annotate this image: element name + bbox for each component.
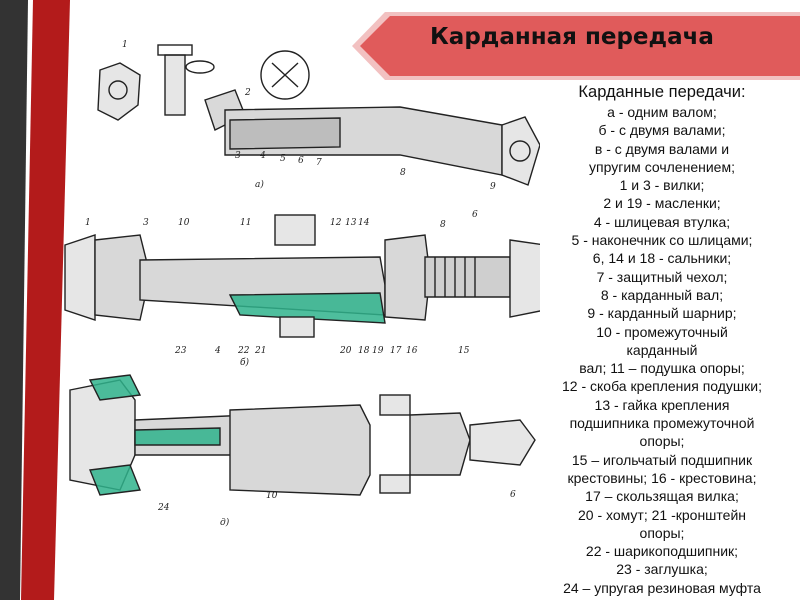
legend-item: 9 - карданный шарнир; (587, 305, 737, 322)
part-number: 11 (240, 218, 251, 228)
legend: Карданные передачи: а - одним валом; б - … (527, 82, 797, 597)
legend-item: 7 - защитный чехол; (596, 268, 728, 285)
legend-item: опоры; (639, 433, 685, 450)
legend-item: карданный (626, 341, 698, 358)
legend-item: 15 – игольчатый подшипник (571, 451, 753, 468)
legend-item: 5 - наконечник со шлицами; (571, 232, 753, 249)
legend-item: а - одним валом; (607, 104, 717, 120)
dark-bar (0, 0, 28, 600)
part-number: 18 (358, 346, 370, 356)
part-number: 3 (143, 218, 149, 228)
legend-item: вал; 11 – подушка опоры; (579, 360, 745, 377)
legend-item: 4 - шлицевая втулка; (593, 213, 731, 230)
part-number: 1 (85, 218, 91, 228)
part-number: 5 (280, 154, 286, 164)
legend-item: 10 - промежуточный (596, 323, 728, 340)
legend-item: опоры; (639, 524, 685, 541)
part-number: 10 (266, 491, 278, 501)
legend-item: 12 - скоба крепления подушки; (561, 378, 762, 395)
view-label-b: б) (240, 357, 249, 368)
legend-item: б - с двумя валами; (598, 122, 726, 139)
legend-item: 23 - заглушка; (616, 561, 708, 578)
part-numbers-d: 10 24 6 (157, 490, 516, 513)
view-a-single-shaft (97, 44, 540, 186)
part-number: 3 (235, 151, 241, 161)
legend-item: 24 – упругая резиновая муфта (563, 579, 761, 596)
legend-heading: Карданные передачи: (578, 83, 746, 101)
part-number: 24 (157, 503, 170, 513)
part-number: 21 (254, 346, 266, 356)
part-number: 22 (237, 346, 250, 356)
part-number: 1 (122, 40, 128, 50)
part-number: 8 (400, 168, 406, 178)
legend-item: 17 – скользящая вилка; (585, 488, 739, 505)
part-number: 6 (510, 490, 516, 500)
part-number: 14 (358, 218, 370, 228)
title-band-fill (360, 16, 800, 76)
part-numbers-b: 1 3 10 11 12 13 14 8 6 23 4 22 21 20 18 … (85, 210, 478, 356)
part-number: 10 (178, 218, 190, 228)
legend-item: 1 и 3 - вилки; (619, 177, 705, 194)
legend-item: 6, 14 и 18 - сальники; (592, 250, 732, 267)
legend-item: в - с двумя валами и (594, 140, 730, 157)
legend-item: 2 и 19 - масленки; (603, 195, 721, 212)
part-number: 2 (244, 88, 251, 98)
legend-item: подшипника промежуточной (569, 415, 755, 432)
view-label-d: д) (220, 517, 230, 528)
title-band (352, 12, 800, 80)
view-b-two-shafts (64, 214, 540, 338)
slide-title: Карданная передача (430, 24, 714, 50)
part-number: 4 (214, 346, 221, 356)
part-number: 13 (345, 218, 357, 228)
part-number: 23 (174, 346, 187, 356)
part-number: 19 (372, 346, 384, 356)
legend-item: 8 - карданный вал; (600, 286, 724, 303)
legend-item: упругим сочленением; (589, 158, 735, 175)
legend-item: 22 - шарикоподшипник; (585, 543, 739, 560)
part-number: 4 (259, 151, 266, 161)
red-bar (21, 0, 70, 600)
part-number: 6 (298, 156, 304, 166)
view-label-a: а) (255, 179, 264, 190)
part-number: 7 (316, 158, 322, 168)
legend-item: 13 - гайка крепления (594, 396, 730, 413)
legend-items: а - одним валом; б - с двумя валами;в - с… (527, 103, 797, 597)
view-d-elastic-coupling (69, 374, 536, 496)
legend-item: 20 - хомут; 21 -кронштейн (578, 506, 746, 523)
left-decor-bars (0, 0, 70, 600)
part-number: 16 (406, 346, 418, 356)
part-numbers-a: 1 2 3 4 5 6 7 8 9 (122, 40, 496, 192)
part-number: 9 (490, 182, 496, 192)
part-number: 15 (458, 346, 470, 356)
cardan-drivetrain-drawing: а) б) д) 1 2 3 4 5 6 7 8 9 1 3 10 11 12 (64, 40, 540, 528)
part-number: 17 (390, 346, 402, 356)
part-number: 8 (440, 220, 446, 230)
part-number: 12 (330, 218, 342, 228)
legend-item: крестовины; 16 - крестовина; (567, 469, 757, 486)
part-number: 6 (472, 210, 478, 220)
part-number: 20 (339, 346, 352, 356)
